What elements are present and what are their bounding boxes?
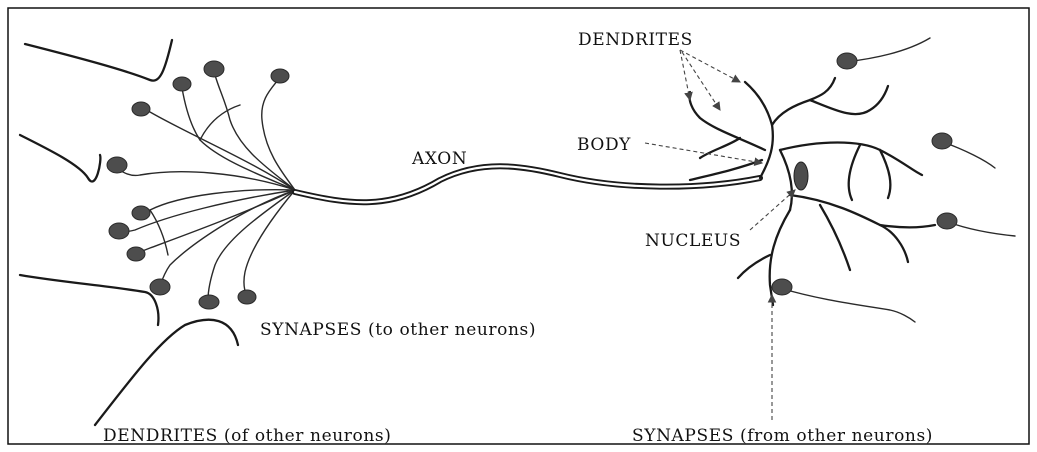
- synapse-node: [932, 133, 952, 149]
- label-synapses-to: SYNAPSES (to other neurons): [260, 320, 536, 340]
- synapse-node: [173, 77, 191, 91]
- label-axon: AXON: [411, 149, 467, 169]
- synapse-node: [937, 213, 957, 229]
- label-nucleus: NUCLEUS: [645, 231, 741, 251]
- synapse-node: [271, 69, 289, 83]
- synapse-node: [132, 206, 150, 220]
- synapse-node: [127, 247, 145, 261]
- synapse-node: [132, 102, 150, 116]
- label-dendrites-top: DENDRITES: [578, 30, 693, 50]
- label-dendrites-other: DENDRITES (of other neurons): [103, 426, 391, 446]
- synapse-node: [238, 290, 256, 304]
- label-synapses-from: SYNAPSES (from other neurons): [632, 426, 933, 446]
- synapse-node: [204, 61, 224, 77]
- synapse-node: [109, 223, 129, 239]
- synapse-node: [107, 157, 127, 173]
- synapse-node: [199, 295, 219, 309]
- synapse-node: [837, 53, 857, 69]
- label-body: BODY: [577, 135, 631, 155]
- synapse-node: [772, 279, 792, 295]
- synapse-node: [150, 279, 170, 295]
- nucleus-shape: [794, 162, 808, 190]
